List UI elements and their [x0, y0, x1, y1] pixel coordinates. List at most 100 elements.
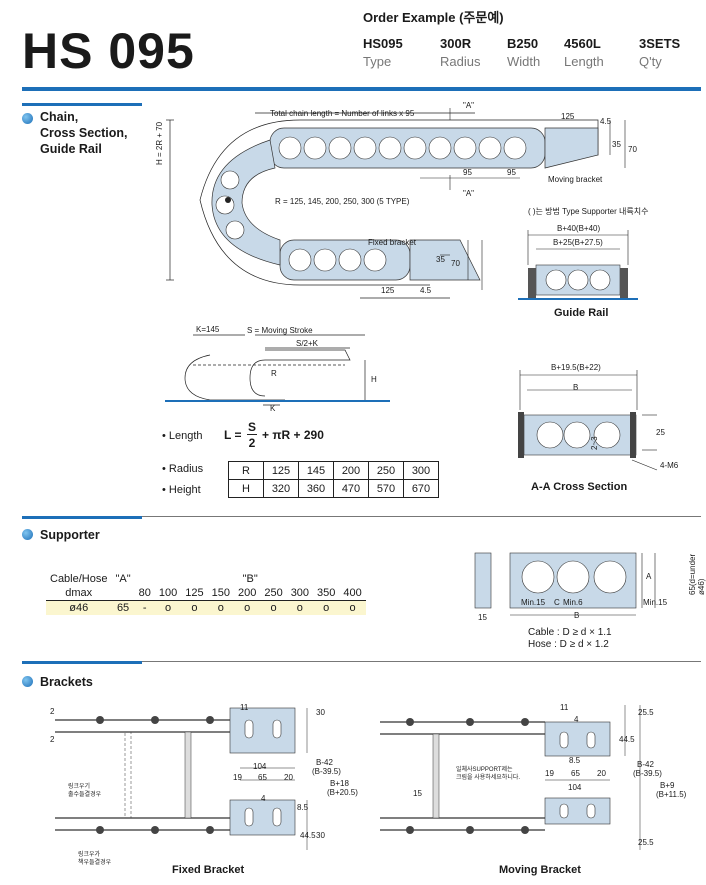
moving-dim-255a: 25.5: [638, 708, 654, 717]
table-row: H 320 360 470 570 670: [228, 479, 439, 498]
order-label-width: Width: [507, 54, 541, 69]
order-label-length: Length: [564, 54, 604, 69]
fixed-b395: (B-39.5): [312, 767, 341, 776]
supporter-drawing: [474, 552, 656, 616]
table-row: Cable/Hose "A" "B": [46, 572, 366, 586]
moving-b115: (B+11.5): [656, 790, 687, 799]
aa-section-drawing: [518, 370, 658, 471]
table-head: Cable/Hose: [50, 573, 108, 585]
radius-types-label: R = 125, 145, 200, 250, 300 (5 TYPE): [275, 197, 410, 206]
order-value-qty: 3SETS: [639, 36, 681, 51]
divider: [22, 661, 701, 662]
fixed-dim-2b: 2: [50, 735, 55, 744]
moving-dim-11: 11: [560, 703, 569, 712]
moving-b395: (B-39.5): [633, 769, 662, 778]
moving-note: 일체사SUPPORT제는 크림을 사용하세요하니다.: [456, 767, 521, 781]
table-row: ø46 65 - o o o o o o o o: [46, 600, 366, 615]
length-two: 2: [248, 436, 256, 450]
table-cell: o: [154, 600, 182, 615]
table-head: 80: [138, 587, 151, 599]
dim-45-bottom: 4.5: [420, 286, 432, 295]
fixed-dim-20: 20: [284, 773, 293, 782]
brackets-title: Brackets: [40, 675, 93, 689]
table-head: dmax: [65, 587, 93, 599]
dim-35-bottom: 35: [436, 255, 445, 264]
table-row: dmax 80 100 125 150 200 250 300 350 400: [46, 586, 366, 601]
chain-side-drawing: [166, 108, 626, 299]
divider: [22, 516, 701, 517]
fixed-bracket-caption: Fixed Bracket: [172, 864, 245, 876]
stroke-s-moving: S = Moving Stroke: [247, 326, 313, 335]
stroke-drawing: [165, 334, 390, 406]
table-cell: R: [228, 461, 264, 480]
table-cell: -: [134, 600, 155, 615]
fixed-dim-4: 4: [261, 794, 266, 803]
table-head: 400: [343, 587, 362, 599]
table-head: "A": [115, 573, 131, 585]
moving-dim-65: 65: [571, 769, 580, 778]
moving-dim-255b: 25.5: [638, 838, 654, 847]
length-lhs: L =: [224, 428, 242, 442]
fixed-dim-2a: 2: [50, 707, 55, 716]
stroke-k145: K=145: [196, 325, 220, 334]
table-cell: o: [260, 600, 287, 615]
dim-125-top: 125: [561, 112, 575, 121]
moving-bracket-label: Moving bracket: [548, 175, 603, 184]
table-cell: 200: [333, 461, 369, 480]
section-bullet-icon: [22, 529, 33, 540]
table-cell: o: [181, 600, 208, 615]
table-head: [111, 586, 134, 601]
fixed-dim-104: 104: [253, 762, 267, 771]
table-row: R 125 145 200 250 300: [228, 461, 439, 480]
fixed-b18: B+18: [330, 779, 349, 788]
supporter-title: Supporter: [40, 528, 100, 542]
model-title: HS 095: [22, 23, 195, 79]
moving-b9: B+9: [660, 781, 675, 790]
table-cell: o: [207, 600, 234, 615]
moving-dim-19: 19: [545, 769, 554, 778]
height-label: • Height: [162, 484, 201, 496]
order-example-label: Order Example (주문예): [363, 10, 504, 25]
section-accent-bar: [22, 103, 142, 106]
moving-dim-4: 4: [574, 715, 579, 724]
table-head: 150: [211, 587, 230, 599]
stroke-s2k: S/2+K: [296, 339, 319, 348]
stroke-h: H: [371, 375, 377, 384]
dim-95-a: 95: [463, 168, 472, 177]
order-value-width: B250: [507, 36, 539, 51]
table-cell: ø46: [46, 600, 112, 615]
supporter-min15: Min.15: [521, 598, 546, 607]
table-cell: 65: [111, 600, 135, 615]
table-head: 125: [185, 587, 204, 599]
radius-height-table: R 125 145 200 250 300 H 320 360 470 570 …: [228, 461, 439, 498]
order-label-type: Type: [363, 54, 392, 69]
order-label-radius: Radius: [440, 54, 481, 69]
moving-bracket-drawing: [380, 705, 641, 850]
fixed-dim-445: 44.5: [300, 831, 316, 840]
moving-dim-20: 20: [597, 769, 606, 778]
fixed-dim-30a: 30: [316, 708, 325, 717]
table-cell: 125: [263, 461, 299, 480]
fixed-dim-85: 8.5: [297, 803, 309, 812]
table-head: 350: [317, 587, 336, 599]
supporter-c: C: [554, 598, 560, 607]
guide-rail-dim-b40: B+40(B+40): [557, 224, 601, 233]
fixed-note-1: 링크우기 출수들결경우: [68, 784, 102, 798]
moving-dim-104: 104: [568, 783, 582, 792]
table-cell: 570: [368, 479, 404, 498]
order-value-radius: 300R: [440, 36, 472, 51]
section-accent-bar: [22, 516, 142, 519]
radius-label: • Radius: [162, 463, 204, 475]
order-value-length: 4560L: [564, 36, 601, 51]
table-head: 100: [158, 587, 178, 599]
length-rest: + πR + 290: [262, 428, 324, 442]
table-cell: 360: [298, 479, 334, 498]
stroke-r: R: [271, 369, 277, 378]
hose-rule: Hose : D ≥ d × 1.2: [528, 639, 609, 650]
a-marker-bottom: "A": [463, 189, 475, 198]
section-bullet-icon: [22, 113, 33, 124]
table-cell: 145: [298, 461, 334, 480]
table-cell: o: [233, 600, 261, 615]
fixed-dim-65: 65: [258, 773, 267, 782]
section-chain-title: Chain, Cross Section, Guide Rail: [40, 110, 128, 156]
